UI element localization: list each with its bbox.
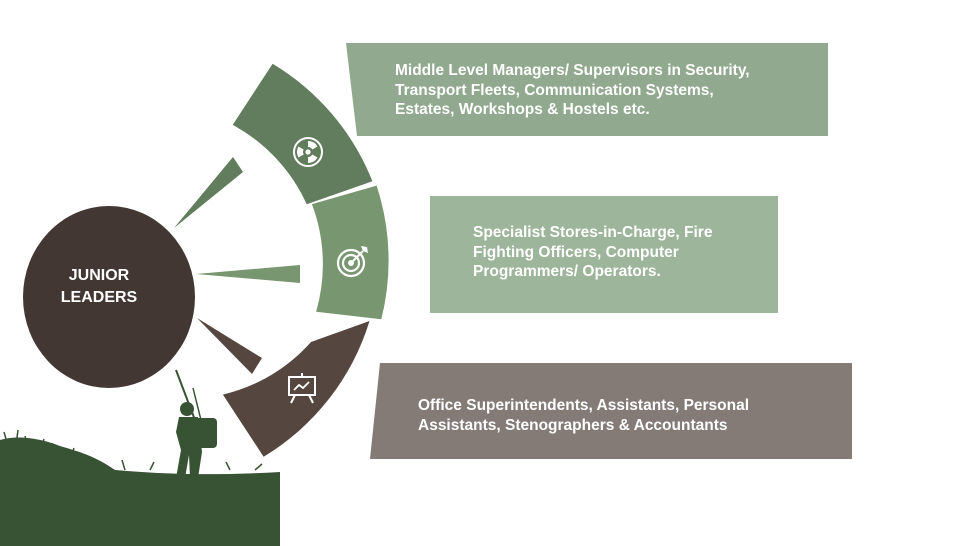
box-office-superintendents	[370, 363, 852, 459]
ring-segment-top	[232, 63, 373, 205]
specialist-stores-box: Specialist Stores-in-Charge, Fire Fighti…	[473, 223, 763, 282]
middle-level-managers-box: Middle Level Managers/ Supervisors in Se…	[395, 61, 815, 120]
box-middle-level-managers	[346, 43, 828, 136]
spoke-middle	[196, 265, 300, 283]
ground-silhouette	[0, 437, 280, 546]
middle-level-managers-text: Middle Level Managers/ Supervisors in Se…	[395, 62, 750, 118]
spoke-top	[174, 157, 243, 228]
office-superintendents-text: Office Superintendents, Assistants, Pers…	[418, 397, 750, 434]
spoke-bottom	[197, 318, 262, 374]
box-specialist-stores	[430, 196, 778, 313]
presentation-board-icon	[288, 373, 316, 404]
specialist-stores-text: Specialist Stores-in-Charge, Fire Fighti…	[473, 224, 713, 280]
ring-segment-middle	[311, 185, 389, 320]
junior-leaders-circle	[23, 206, 195, 388]
grass-decoration	[3, 429, 263, 471]
soldier-silhouette	[175, 369, 217, 478]
target-icon	[336, 246, 368, 278]
junior-leaders-label: JUNIOR LEADERS	[60, 267, 138, 306]
office-superintendents-box: Office Superintendents, Assistants, Pers…	[418, 396, 838, 435]
radiation-icon	[293, 137, 323, 167]
